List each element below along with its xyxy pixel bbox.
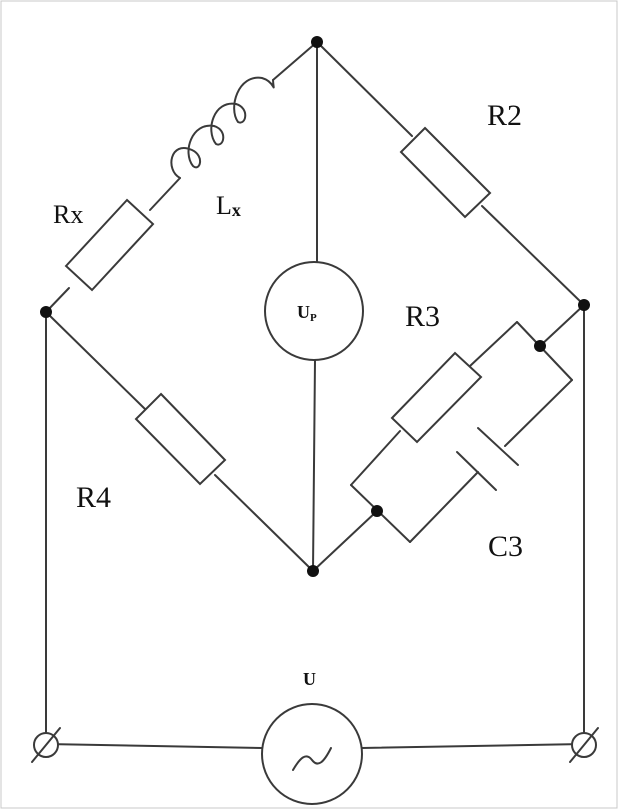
wire-r3-top xyxy=(469,321,518,367)
wire-r4-bottom xyxy=(214,474,314,572)
wire-top-r2 xyxy=(316,41,413,137)
capacitor-c3 xyxy=(456,427,519,491)
label-r3: R3 xyxy=(405,300,440,333)
node-bottom xyxy=(307,565,319,577)
capacitor-plate-1 xyxy=(477,427,519,466)
wire-bottom-parallel xyxy=(312,510,378,572)
wire-meter-bottom xyxy=(312,359,316,572)
wire-c3-top xyxy=(504,379,573,447)
node-left xyxy=(40,306,52,318)
label-rx: Rx xyxy=(53,200,83,229)
wire-parallel-right-side xyxy=(516,321,573,381)
resistor-r3 xyxy=(390,351,483,444)
resistor-r2 xyxy=(399,126,492,219)
resistor-rx xyxy=(64,198,155,292)
terminal-left xyxy=(31,727,61,763)
label-u: U xyxy=(303,669,316,689)
wires xyxy=(45,41,585,749)
wire-r3-bottom xyxy=(350,430,401,486)
label-up: UP xyxy=(297,302,317,324)
node-parallel-left xyxy=(371,505,383,517)
resistor-r2-body xyxy=(399,126,492,219)
ac-source xyxy=(261,703,363,805)
wire-bottom-right xyxy=(361,743,585,749)
sine-wave-icon xyxy=(292,747,332,771)
voltmeter-icon xyxy=(264,261,364,361)
ac-source-icon xyxy=(261,703,363,805)
wire-r2-right xyxy=(481,205,585,306)
node-right xyxy=(578,299,590,311)
wire-left-r4 xyxy=(45,311,147,411)
inductor-coil xyxy=(170,76,275,179)
label-c3: C3 xyxy=(488,530,523,563)
terminal-right xyxy=(569,727,599,763)
resistor-r3-body xyxy=(390,351,483,444)
terminal-slash xyxy=(569,727,599,763)
capacitor-plate-2 xyxy=(456,451,497,491)
inductor-lx xyxy=(170,76,275,179)
terminal-slash xyxy=(31,727,61,763)
wire-rx-lx xyxy=(149,177,181,211)
wire-c3-bottom xyxy=(409,471,479,543)
meter-up xyxy=(264,261,364,361)
resistor-r4-body xyxy=(134,392,227,486)
junction-nodes xyxy=(40,36,590,577)
label-r4: R4 xyxy=(76,481,111,514)
resistor-rx-body xyxy=(64,198,155,292)
wire-lx-top xyxy=(272,41,318,81)
node-parallel-right xyxy=(534,340,546,352)
wire-bottom-left xyxy=(45,743,263,749)
node-top xyxy=(311,36,323,48)
wire-right-parallel xyxy=(539,304,585,347)
label-r2: R2 xyxy=(487,99,522,132)
resistor-r4 xyxy=(134,392,227,486)
label-lx: Lx xyxy=(216,191,241,220)
